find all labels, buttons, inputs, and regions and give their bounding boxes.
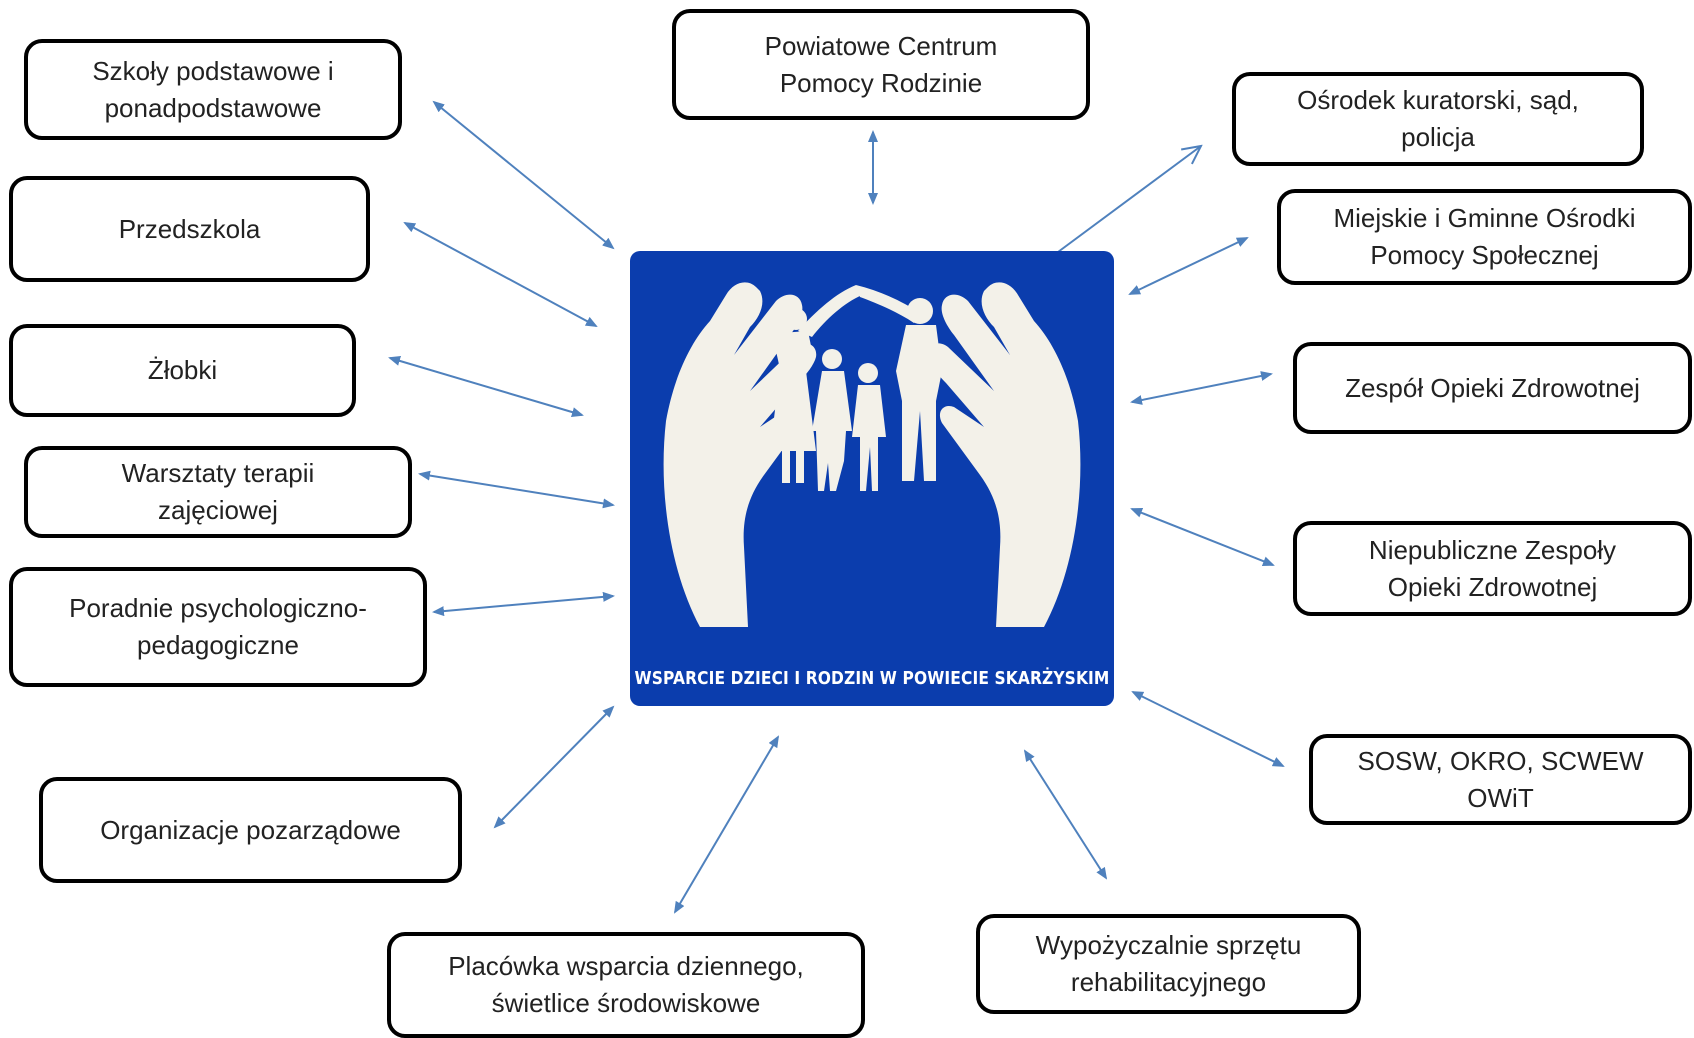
box-poradnie: Poradnie psychologiczno- pedagogiczne bbox=[9, 567, 427, 687]
arrow-przedszkola bbox=[403, 222, 598, 327]
box-label: Poradnie psychologiczno- pedagogiczne bbox=[69, 593, 367, 660]
box-pcpr: Powiatowe Centrum Pomocy Rodzinie bbox=[672, 9, 1090, 120]
box-label: Niepubliczne Zespoły Opieki Zdrowotnej bbox=[1368, 534, 1617, 602]
arrow-warsztaty bbox=[418, 470, 615, 509]
arrow-zlobki bbox=[388, 356, 584, 417]
center-caption: WSPARCIE DZIECI I RODZIN W POWIECIE SKAR… bbox=[634, 667, 1110, 689]
arrow-poradnie bbox=[432, 591, 615, 617]
box-label: Organizacje pozarządowe bbox=[100, 814, 401, 845]
box-warsztaty: Warsztaty terapii zajęciowej bbox=[24, 446, 412, 538]
box-sosw: SOSW, OKRO, SCWEW OWiT bbox=[1309, 734, 1692, 825]
arrow-szkoly bbox=[432, 100, 615, 250]
box-label: Zespół Opieki Zdrowotnej bbox=[1345, 372, 1640, 403]
box-label: Żłobki bbox=[147, 355, 218, 385]
box-wypozyczalnie: Wypożyczalnie sprzętu rehabilitacyjnego bbox=[976, 914, 1361, 1014]
box-szkoly: Szkoły podstawowe i ponadpodstawowe bbox=[24, 39, 402, 140]
box-label: Wypożyczalnie sprzętu rehabilitacyjnego bbox=[1035, 930, 1302, 997]
arrow-mops bbox=[1128, 237, 1249, 295]
box-niepubliczne: Niepubliczne Zespoły Opieki Zdrowotnej bbox=[1293, 521, 1692, 616]
box-label: Placówka wsparcia dziennego, świetlice ś… bbox=[448, 951, 804, 1018]
box-organizacje: Organizacje pozarządowe bbox=[39, 777, 462, 883]
box-przedszkola: Przedszkola bbox=[9, 176, 370, 282]
arrow-niepubliczne bbox=[1130, 508, 1275, 566]
arrow-sosw bbox=[1131, 691, 1285, 767]
box-zespol: Zespół Opieki Zdrowotnej bbox=[1293, 342, 1692, 434]
box-label: Szkoły podstawowe i ponadpodstawowe bbox=[92, 55, 334, 123]
box-kurator: Ośrodek kuratorski, sąd, policja bbox=[1232, 72, 1644, 166]
box-label: Powiatowe Centrum Pomocy Rodzinie bbox=[764, 30, 998, 98]
arrow-placowka bbox=[673, 735, 780, 914]
box-label: SOSW, OKRO, SCWEW OWiT bbox=[1357, 745, 1644, 813]
box-label: Miejskie i Gminne Ośrodki Pomocy Społecz… bbox=[1333, 203, 1636, 270]
box-label: Ośrodek kuratorski, sąd, policja bbox=[1297, 85, 1579, 152]
arrow-zespol bbox=[1130, 371, 1273, 405]
arrow-kurator bbox=[1057, 146, 1201, 253]
arrow-organizacje bbox=[493, 705, 615, 829]
box-label: Przedszkola bbox=[118, 213, 261, 244]
box-label: Warsztaty terapii zajęciowej bbox=[121, 458, 315, 525]
center-logo: WSPARCIE DZIECI I RODZIN W POWIECIE SKAR… bbox=[630, 251, 1114, 706]
arrow-wypozyczalnie bbox=[1023, 749, 1108, 880]
box-zlobki: Żłobki bbox=[9, 324, 356, 417]
box-mops: Miejskie i Gminne Ośrodki Pomocy Społecz… bbox=[1277, 189, 1692, 285]
box-placowka: Placówka wsparcia dziennego, świetlice ś… bbox=[387, 932, 865, 1038]
hands-sheltering-family-icon bbox=[663, 282, 1081, 627]
